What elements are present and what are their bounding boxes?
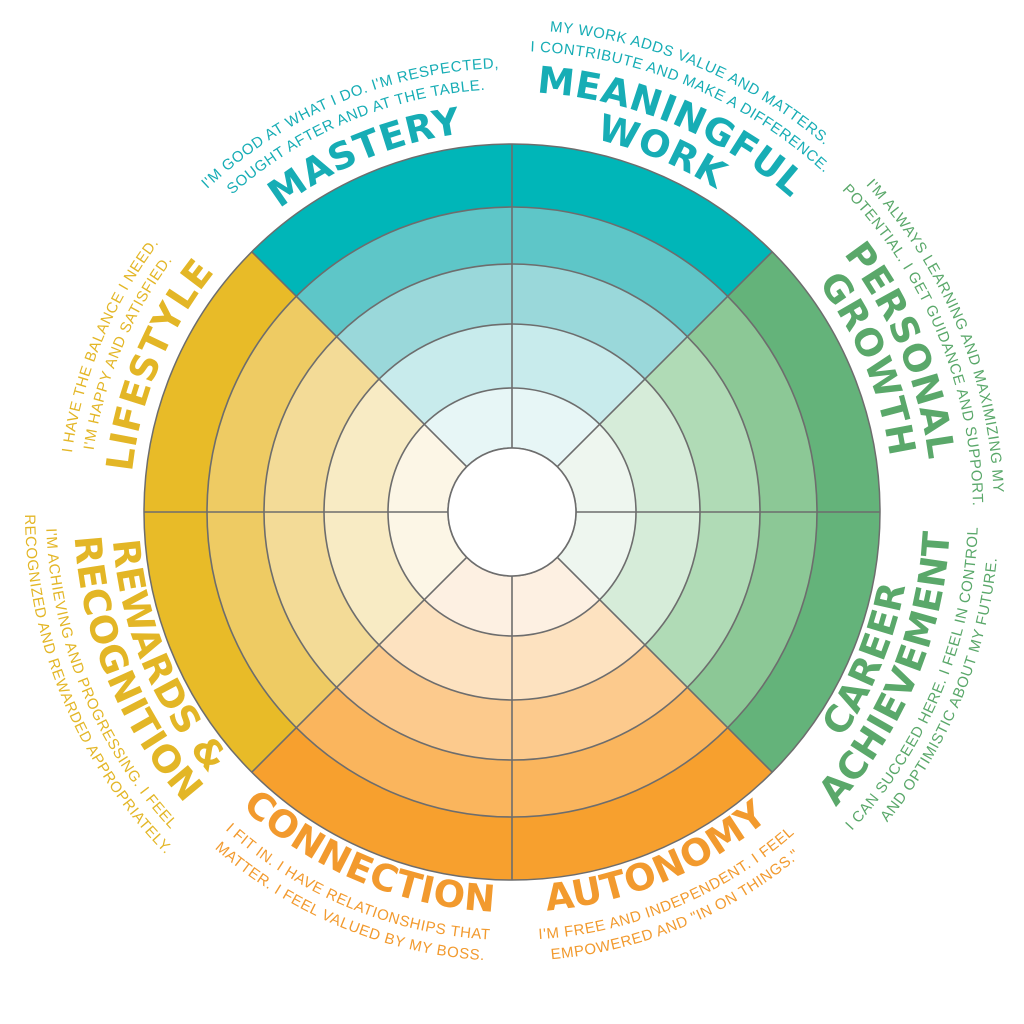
wheel-cell-connection-ring-4 [296, 687, 512, 817]
wheel-cell-personal_growth-ring-4 [687, 296, 817, 512]
wheel-cell-career_achievement-ring-3 [644, 512, 760, 688]
wheel-cell-personal_growth-ring-3 [644, 336, 760, 512]
spoke-divider-8 [251, 251, 468, 468]
wheel-cell-autonomy-ring-5 [512, 727, 773, 880]
wheel-wedges [144, 144, 880, 880]
wheel-dividers [143, 143, 881, 881]
wheel-cell-mastery-ring-4 [296, 207, 512, 337]
wheel-cell-connection-ring-5 [251, 727, 512, 880]
wheel-cell-autonomy-ring-3 [512, 644, 688, 760]
wheel-cell-lifestyle-ring-3 [264, 336, 380, 512]
wheel-cell-rewards_recognition-ring-2 [324, 512, 425, 645]
wheel-cell-lifestyle-ring-4 [207, 296, 337, 512]
wheel-cell-personal_growth-ring-2 [599, 379, 700, 512]
wheel-cell-rewards_recognition-ring-3 [264, 512, 380, 688]
spoke-divider-4 [556, 556, 773, 773]
wheel-cell-rewards_recognition-ring-4 [207, 512, 337, 728]
wheel-cell-mastery-ring-5 [251, 144, 512, 297]
wheel-cell-meaningful_work-ring-3 [512, 264, 688, 380]
wheel-cell-lifestyle-ring-5 [144, 251, 297, 512]
wheel-cell-autonomy-ring-2 [512, 599, 645, 700]
wheel-cell-personal_growth-ring-5 [727, 251, 880, 512]
wheel-cell-rewards_recognition-ring-5 [144, 512, 297, 773]
wheel-cell-meaningful_work-ring-5 [512, 144, 773, 297]
spoke-divider-2 [556, 251, 773, 468]
wheel-cell-meaningful_work-ring-4 [512, 207, 728, 337]
spoke-divider-6 [251, 556, 468, 773]
wheel-cell-autonomy-ring-4 [512, 687, 728, 817]
wheel-center-hub [447, 447, 577, 577]
wheel-cell-meaningful_work-ring-2 [512, 324, 645, 425]
wheel-cell-mastery-ring-3 [336, 264, 512, 380]
wheel-cell-connection-ring-3 [336, 644, 512, 760]
wheel-cell-career_achievement-ring-4 [687, 512, 817, 728]
wheel-cell-career_achievement-ring-2 [599, 512, 700, 645]
wheel-cell-career_achievement-ring-5 [727, 512, 880, 773]
wheel-cell-mastery-ring-2 [379, 324, 512, 425]
wheel-cell-connection-ring-2 [379, 599, 512, 700]
wheel-cell-lifestyle-ring-2 [324, 379, 425, 512]
